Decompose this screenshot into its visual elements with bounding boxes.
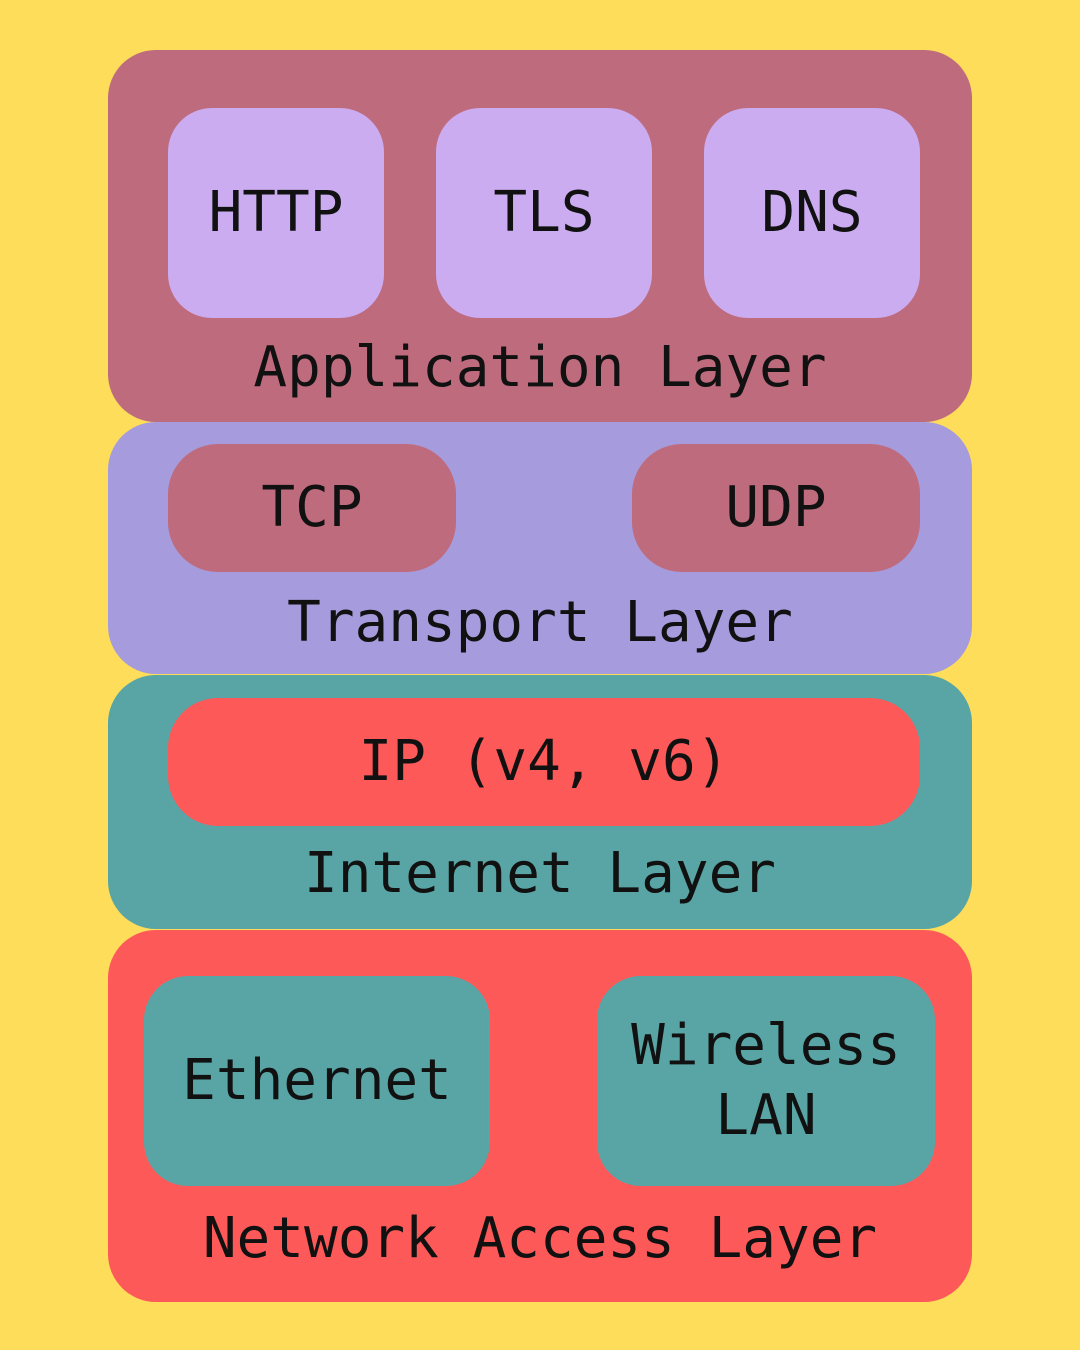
- network-access-layer-label: Network Access Layer: [202, 1206, 878, 1271]
- dns-box: DNS: [704, 108, 920, 318]
- http-box: HTTP: [168, 108, 384, 318]
- application-layer: HTTP TLS DNS Application Layer: [108, 50, 972, 422]
- transport-layer: TCP UDP Transport Layer: [108, 422, 972, 674]
- internet-layer: IP (v4, v6) Internet Layer: [108, 675, 972, 929]
- ethernet-box: Ethernet: [144, 976, 490, 1186]
- tcp-box: TCP: [168, 444, 456, 572]
- network-access-layer: Ethernet Wireless LAN Network Access Lay…: [108, 930, 972, 1302]
- internet-layer-label: Internet Layer: [303, 841, 776, 906]
- tls-box: TLS: [436, 108, 652, 318]
- wireless-lan-box: Wireless LAN: [597, 976, 935, 1186]
- udp-box: UDP: [632, 444, 920, 572]
- transport-layer-label: Transport Layer: [287, 590, 793, 655]
- ip-box: IP (v4, v6): [168, 698, 920, 826]
- application-layer-label: Application Layer: [253, 335, 827, 400]
